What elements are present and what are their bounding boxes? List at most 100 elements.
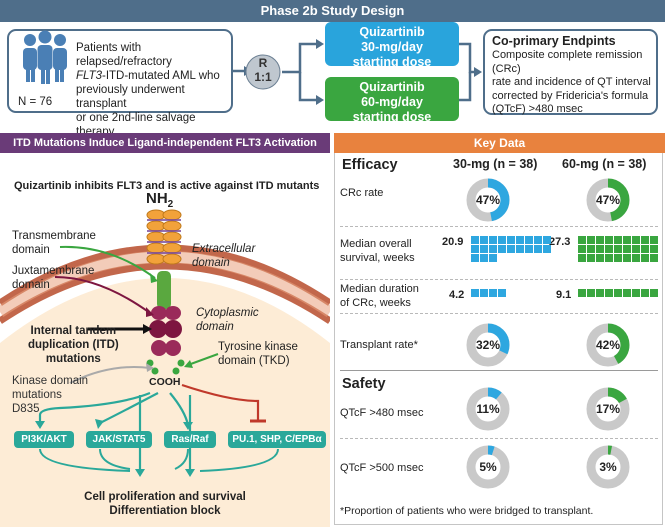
row-qtcf500-label-1: QTcF >500 msec [340, 462, 424, 474]
waffle-cell [471, 245, 479, 253]
waffle-cell [623, 254, 631, 262]
waffle-cell [650, 236, 658, 244]
pathway-jak: JAK/STAT5 [86, 431, 152, 448]
waffle-cell [543, 236, 551, 244]
jm-domain-left [151, 306, 167, 320]
waffle-cell [614, 236, 622, 244]
waffle-cell [641, 236, 649, 244]
waffle-cell [605, 289, 613, 297]
randomization-ratio: 1:1 [254, 70, 272, 84]
pathway-pu1: PU.1, SHP, C/EPBα [228, 431, 326, 448]
randomization: R 1:1 [246, 56, 280, 84]
waffle-cell [587, 236, 595, 244]
row-os: Median overall survival, weeks [340, 227, 658, 280]
tkd-line2: domain (TKD) [218, 355, 290, 367]
cytoplasmic-line2: domain [196, 321, 234, 333]
waffle-cell [605, 245, 613, 253]
flt3-italic: FLT3 [76, 70, 102, 82]
waffle-cell [489, 245, 497, 253]
waffle-cell [632, 245, 640, 253]
waffle-cell [614, 254, 622, 262]
row-qtcf500-label: QTcF >500 msec [340, 461, 423, 475]
nh2-text: NH [146, 190, 168, 207]
dcrc-value-60: 9.1 [556, 289, 572, 301]
waffle-cell [507, 245, 515, 253]
waffle-cell [534, 245, 542, 253]
juxtamembrane-line1: Juxtamembrane [12, 265, 95, 277]
waffle-cell [480, 245, 488, 253]
nh2-sub: 2 [167, 199, 174, 210]
waffle-cell [578, 245, 586, 253]
waffle-cell [498, 289, 506, 297]
endpoints: Co-primary Endpints Composite complete r… [492, 34, 654, 117]
itd-right [164, 320, 182, 338]
pathway-ras: Ras/Raf [164, 431, 216, 448]
juxtamembrane-line2: domain [12, 279, 50, 291]
donut-qtcf480-30-arc [466, 387, 510, 431]
donut-value-crc-60: 47% [595, 193, 621, 207]
waffle-cell [614, 245, 622, 253]
waffle-cell [587, 289, 595, 297]
cytoplasmic-line1: Cytoplasmic [196, 307, 259, 319]
outcome-line1: Cell proliferation and survival [84, 491, 246, 503]
row-os-label-1: Median overall [340, 238, 412, 250]
endpoints-text: Composite complete remission (CRc) rate … [492, 49, 654, 117]
donut-value-tr-60: 42% [595, 338, 621, 352]
waffle-cell [471, 254, 479, 262]
arm1-line2: 30-mg/day [361, 40, 423, 54]
waffle-cell [596, 254, 604, 262]
waffle-cell [605, 254, 613, 262]
row-qtcf500: QTcF >500 msec [340, 439, 658, 499]
donut-transplant-60-arc [586, 323, 630, 367]
endpoints-line2: rate and incidence of QT interval [492, 76, 651, 88]
donut-value-q480-60: 17% [595, 402, 621, 416]
waffle-cell [498, 245, 506, 253]
patients-icon [23, 30, 67, 84]
waffle-cell [587, 254, 595, 262]
waffle-cell [534, 236, 542, 244]
row-qtcf480-label: QTcF >480 msec [340, 406, 423, 420]
row-dcrc-label-2: of CRc, weeks [340, 297, 411, 309]
arm-30mg: Quizartinib 30-mg/day starting dose [325, 21, 459, 70]
row-crc: CRc rate [340, 174, 658, 227]
waffle-cell [543, 245, 551, 253]
endpoints-title: Co-primary Endpints [492, 34, 616, 48]
extracellular-label: Extracellular domain [192, 242, 255, 270]
patients-line-1: Patients with relapsed/refractory [76, 42, 172, 68]
cooh-label: COOH [149, 376, 181, 388]
waffle-cell [498, 236, 506, 244]
waffle-dcrc-60 [578, 289, 658, 297]
donut-qtcf500-60-arc [586, 445, 630, 489]
row-transplant-label: Transplant rate* [340, 338, 418, 352]
jm-domain-right [165, 306, 181, 320]
waffle-cell [516, 245, 524, 253]
patients-line-2: FLT3-ITD-mutated AML who [76, 69, 236, 83]
row-os-label: Median overall survival, weeks [340, 237, 415, 265]
transmembrane-line2: domain [12, 244, 50, 256]
efficacy-heading: Efficacy [342, 157, 398, 173]
patients-line-2b: -ITD-mutated AML who [102, 70, 220, 82]
itd-line1: Internal tandem [30, 325, 117, 337]
itd-line2: duplication (ITD) [28, 339, 119, 351]
donut-crc-30-arc [466, 178, 510, 222]
row-transplant: Transplant rate* [340, 314, 658, 371]
transmembrane-line1: Transmembrane [12, 230, 96, 242]
donut-qtcf500-30-arc [466, 445, 510, 489]
study-design-graphics [7, 22, 658, 121]
row-dcrc-label-1: Median duration [340, 283, 419, 295]
arm2-line3: starting dose [352, 110, 432, 124]
tkd-label: Tyrosine kinase domain (TKD) [218, 340, 298, 368]
study-design-header: Phase 2b Study Design [0, 0, 665, 22]
waffle-os-60 [578, 236, 658, 262]
waffle-cell [623, 289, 631, 297]
waffle-os-30 [471, 236, 551, 262]
donut-value-crc-30: 47% [475, 193, 501, 207]
key-data-panel [334, 133, 663, 525]
transmembrane-label: Transmembrane domain [12, 229, 96, 257]
row-dcrc: Median duration of CRc, weeks [340, 280, 658, 314]
outcome: Cell proliferation and survival Differen… [0, 490, 330, 518]
arm2-line1: Quizartinib [359, 80, 425, 94]
donut-charts [466, 178, 630, 489]
col-60mg-heading: 60-mg (n = 38) [562, 157, 647, 171]
extracellular-line2: domain [192, 257, 230, 269]
